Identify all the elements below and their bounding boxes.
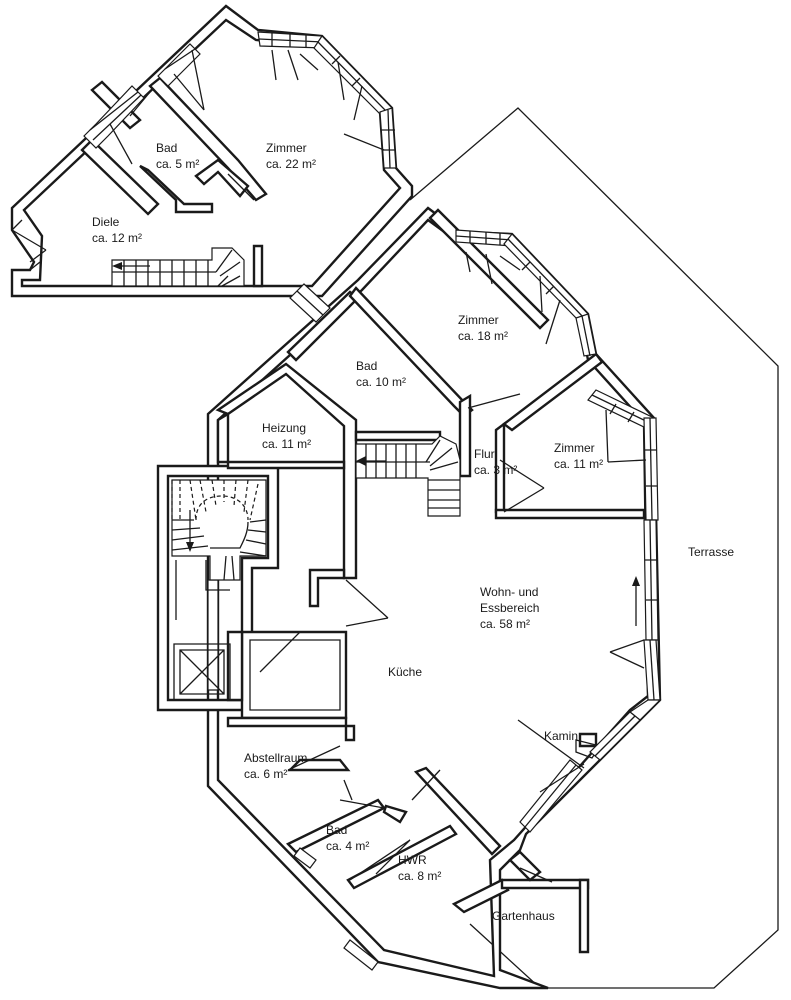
room-bad-top-area: ca. 5 m² xyxy=(156,157,199,171)
room-abstell-name: Abstellraum xyxy=(244,751,307,765)
upper-floor-labels: Diele ca. 12 m² Bad ca. 5 m² Zimmer ca. … xyxy=(92,141,316,245)
room-diele-area: ca. 12 m² xyxy=(92,231,142,245)
room-heizung-name: Heizung xyxy=(262,421,306,435)
upper-floor-stair xyxy=(111,244,264,288)
room-wohn-name2: Essbereich xyxy=(480,601,539,615)
room-wohn-area: ca. 58 m² xyxy=(480,617,530,631)
room-gartenhaus-name: Gartenhaus xyxy=(492,909,555,923)
room-zimmer-top-name: Zimmer xyxy=(266,141,307,155)
room-zimmer-top-area: ca. 22 m² xyxy=(266,157,316,171)
main-floor-stair xyxy=(355,435,461,517)
main-floor-windows xyxy=(207,229,662,971)
room-kueche-name: Küche xyxy=(388,665,422,679)
room-zimmer-18-name: Zimmer xyxy=(458,313,499,327)
spiral-stair xyxy=(171,479,267,620)
room-bad-10-name: Bad xyxy=(356,359,377,373)
room-flur-area: ca. 3 m² xyxy=(474,463,517,477)
room-terrasse-name: Terrasse xyxy=(688,545,734,559)
shaft-box xyxy=(173,643,231,701)
room-zimmer-11-area: ca. 11 m² xyxy=(554,457,603,471)
room-hwr-name: HWR xyxy=(398,853,427,867)
room-zimmer-11-name: Zimmer xyxy=(554,441,595,455)
main-floor-labels: Zimmer ca. 18 m² Bad ca. 10 m² Heizung c… xyxy=(244,313,734,923)
direction-arrow xyxy=(632,576,640,626)
main-floor: Zimmer ca. 18 m² Bad ca. 10 m² Heizung c… xyxy=(156,206,734,990)
main-floor-doors xyxy=(259,251,647,883)
room-bad-4-name: Bad xyxy=(326,823,347,837)
room-bad-4-area: ca. 4 m² xyxy=(326,839,369,853)
room-heizung-area: ca. 11 m² xyxy=(262,437,311,451)
upper-floor-outer-wall xyxy=(10,4,414,298)
upper-floor: Diele ca. 12 m² Bad ca. 5 m² Zimmer ca. … xyxy=(10,4,414,298)
upper-floor-doors xyxy=(11,49,385,263)
room-wohn-name: Wohn- und xyxy=(480,585,538,599)
room-bad-10-area: ca. 10 m² xyxy=(356,375,406,389)
room-hwr-area: ca. 8 m² xyxy=(398,869,441,883)
room-zimmer-18-area: ca. 18 m² xyxy=(458,329,508,343)
room-flur-name: Flur xyxy=(474,447,495,461)
room-diele-name: Diele xyxy=(92,215,120,229)
upper-floor-windows xyxy=(83,31,397,169)
room-bad-top-name: Bad xyxy=(156,141,177,155)
kamin-label: Kamin xyxy=(544,729,578,743)
room-abstell-area: ca. 6 m² xyxy=(244,767,287,781)
